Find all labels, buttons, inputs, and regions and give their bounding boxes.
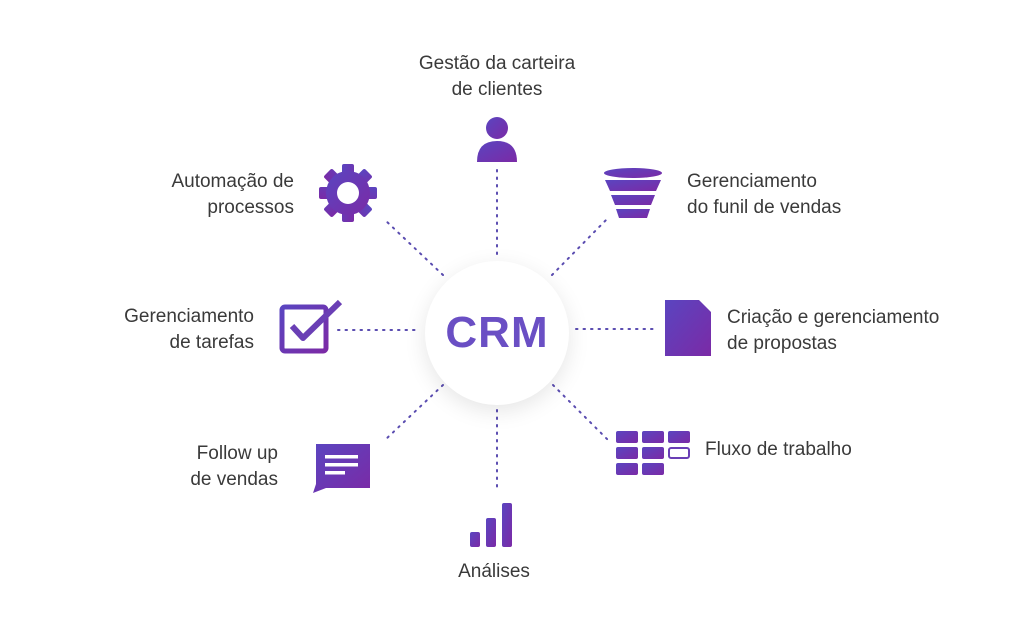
grid-icon (616, 431, 690, 475)
label-line: de clientes (451, 79, 543, 100)
label-line: Gestão da carteira (418, 53, 576, 74)
connector-followup (384, 384, 444, 441)
label-workflow: Fluxo de trabalho (705, 437, 852, 463)
label-automation: Automação de processos (171, 169, 294, 221)
funnel-icon (604, 168, 662, 218)
checkbox-icon (279, 299, 343, 354)
label-line: Gerenciamento (124, 306, 254, 327)
label-line: Análises (458, 561, 530, 582)
message-icon (313, 444, 370, 493)
document-icon (665, 300, 711, 356)
label-line: Follow up (196, 443, 278, 464)
label-analytics: Análises (394, 559, 594, 585)
user-icon (477, 117, 517, 162)
label-line: de vendas (190, 469, 278, 490)
gear-icon (319, 164, 377, 222)
label-line: Automação de (171, 171, 294, 192)
connector-automation (384, 219, 444, 276)
label-followup: Follow up de vendas (190, 441, 278, 493)
label-line: processos (207, 197, 294, 218)
bar-chart-icon (470, 503, 512, 547)
connector-workflow (552, 384, 609, 441)
label-line: Criação e gerenciamento (727, 307, 940, 328)
label-line: de propostas (727, 333, 837, 354)
label-line: de tarefas (169, 332, 255, 353)
label-tasks: Gerenciamento de tarefas (124, 304, 254, 356)
crm-label: CRM (445, 308, 549, 357)
label-proposals: Criação e gerenciamento de propostas (727, 305, 939, 357)
label-line: Fluxo de trabalho (705, 439, 852, 460)
label-line: do funil de vendas (687, 197, 842, 218)
label-funnel: Gerenciamento do funil de vendas (687, 169, 841, 221)
label-clients: Gestão da carteira de clientes (397, 51, 597, 103)
crm-center-circle: CRM (425, 261, 569, 405)
label-line: Gerenciamento (687, 171, 817, 192)
connector-funnel (551, 217, 609, 276)
